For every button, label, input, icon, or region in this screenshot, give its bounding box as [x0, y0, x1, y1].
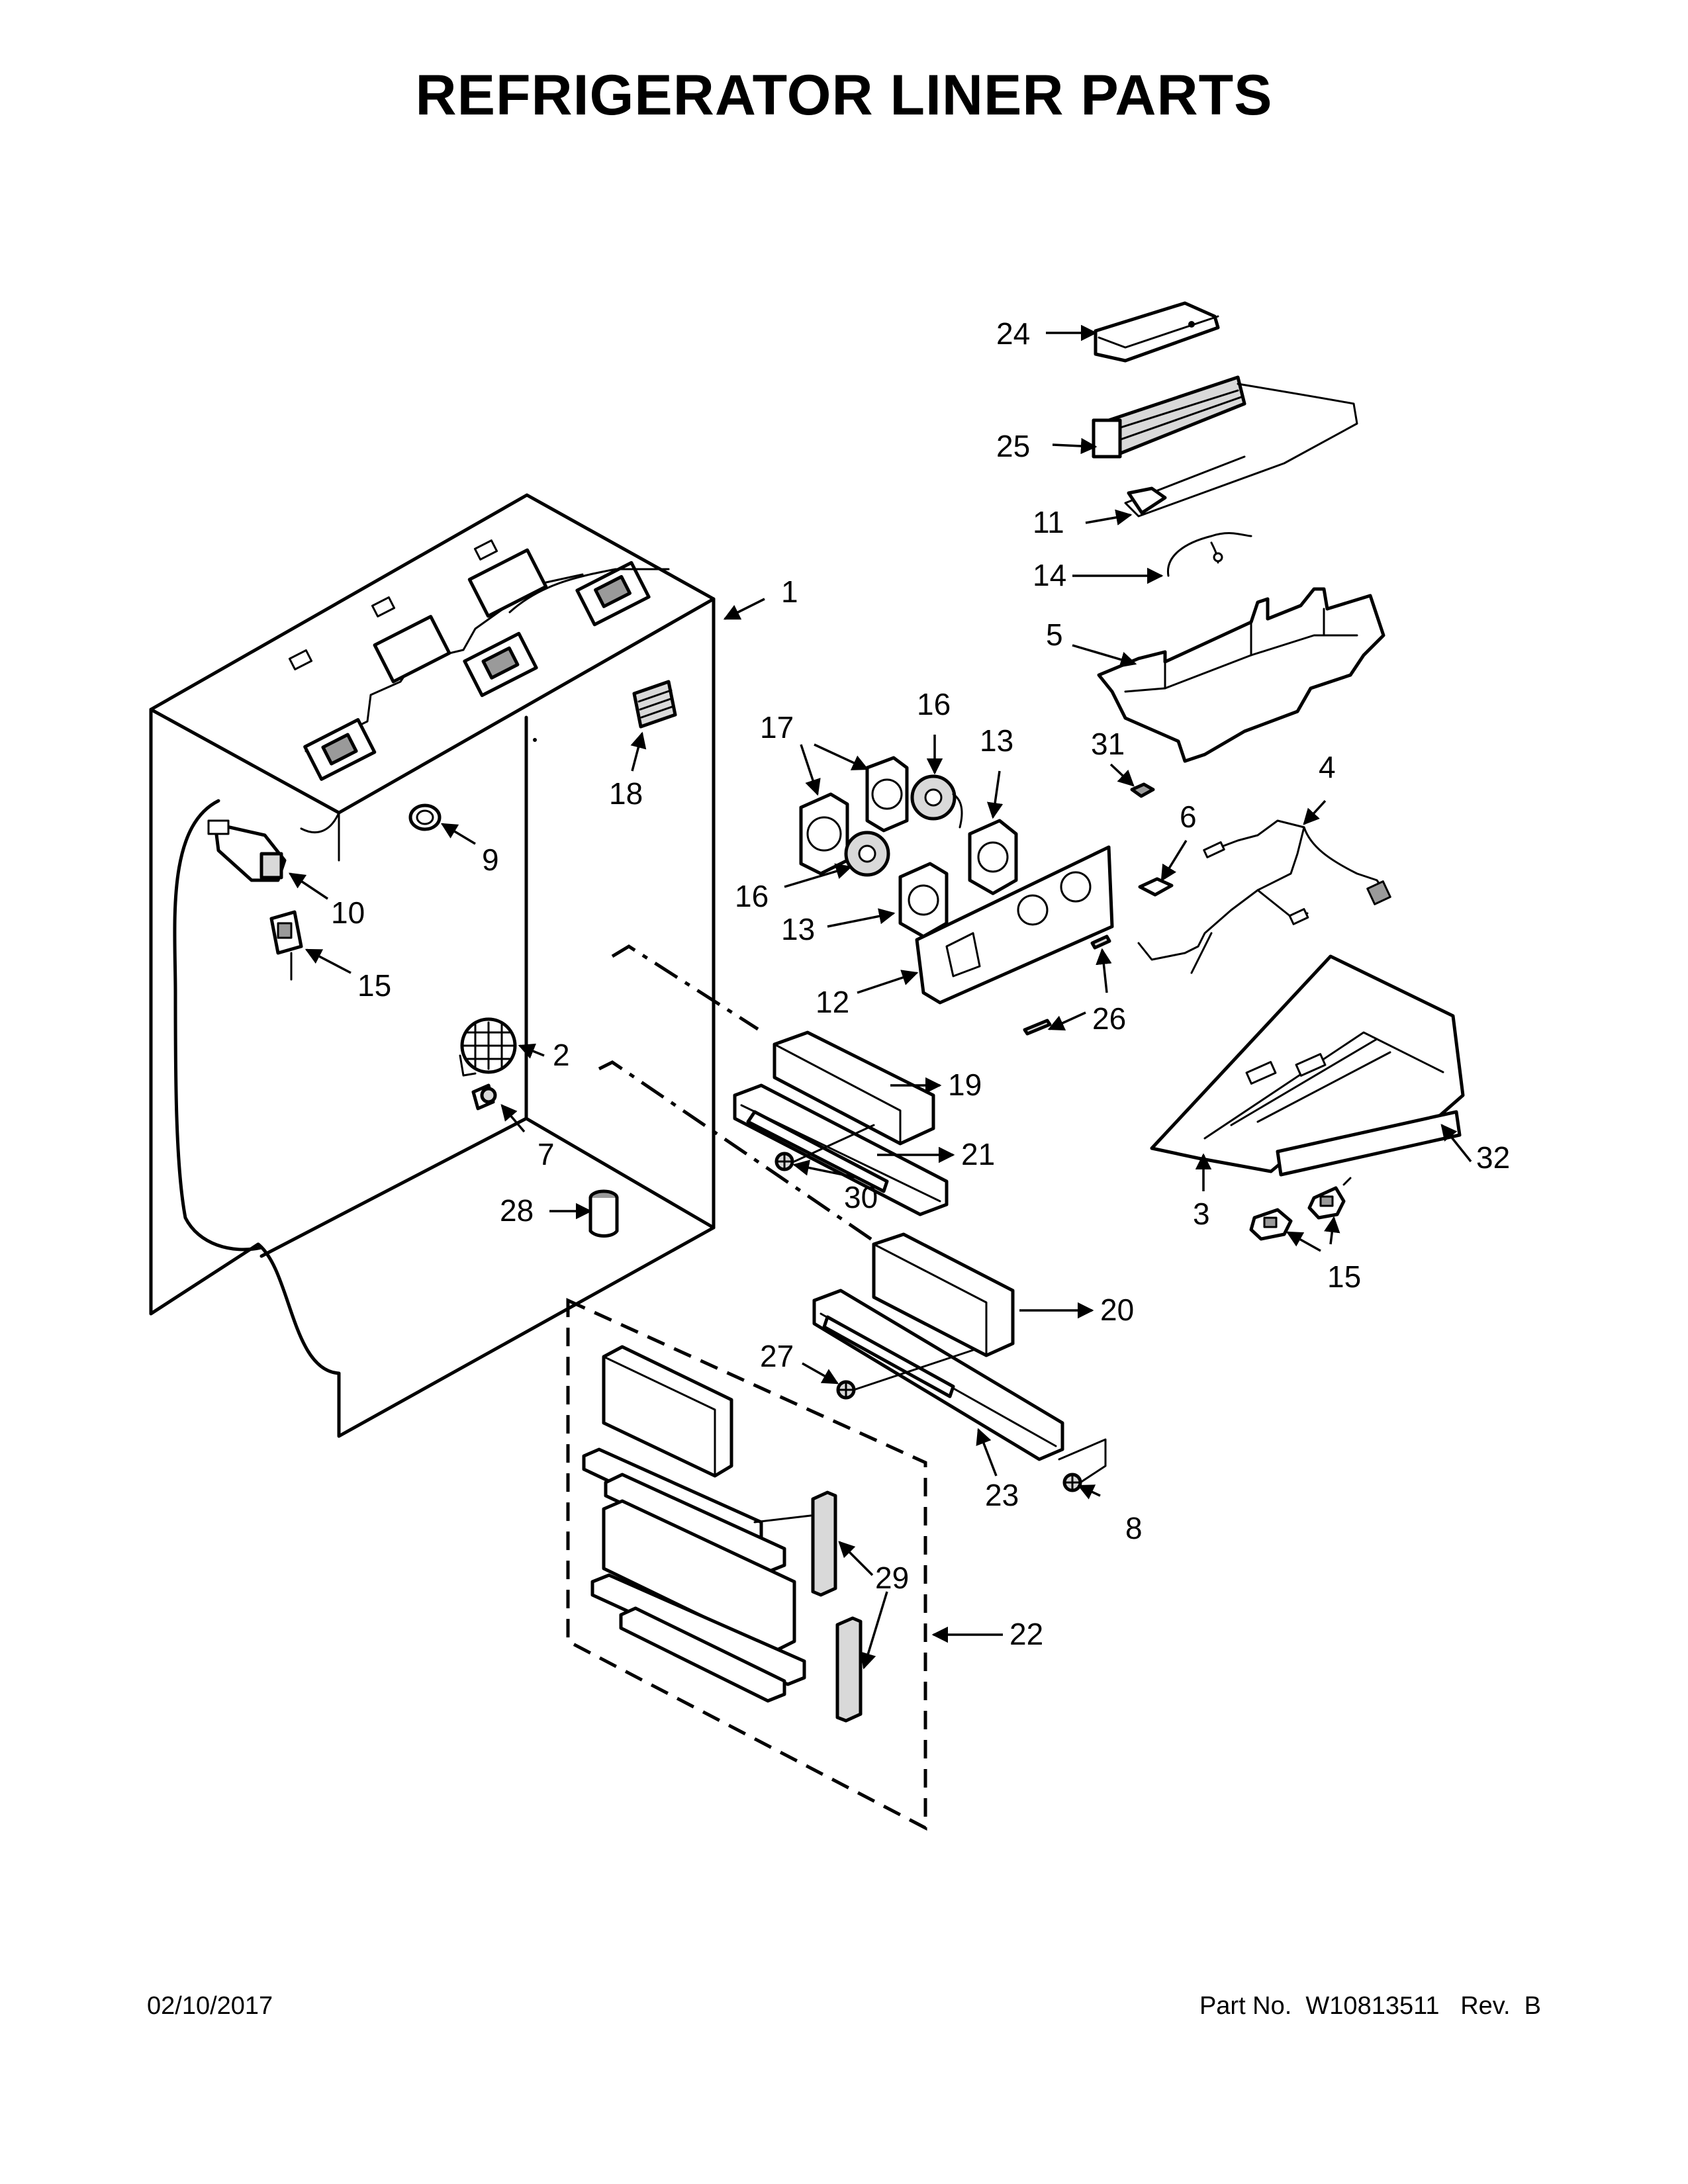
callout-18: 18 — [609, 776, 643, 811]
part-25-evaporator — [1092, 375, 1358, 518]
part-2-fan-guard — [459, 1017, 517, 1077]
part-8-screw — [1062, 1473, 1082, 1492]
callout-7: 7 — [538, 1137, 555, 1171]
part-17-fan-shroud — [799, 756, 909, 876]
part-20-23-lower-rail — [812, 1232, 1064, 1461]
part-16-fan-motor — [844, 774, 963, 877]
liner-cabinet — [149, 493, 716, 1438]
callout-1: 1 — [781, 574, 798, 609]
part-24-evaporator-cover — [1094, 301, 1220, 363]
part-28-cap — [588, 1189, 619, 1238]
callout-17: 17 — [760, 710, 794, 745]
part-15-sensor-left — [269, 910, 303, 981]
part-22-slide-assembly — [566, 1298, 927, 1831]
callout-30: 30 — [844, 1180, 878, 1214]
part-31-small-clip — [1130, 782, 1155, 798]
callout-9: 9 — [482, 842, 499, 877]
callout-13a: 13 — [980, 723, 1013, 758]
callout-labels: 1 2 3 4 5 6 7 8 9 10 11 12 13 13 14 15 1… — [331, 316, 1510, 1651]
part-5-evaporator-housing — [1097, 587, 1385, 763]
callout-12: 12 — [816, 985, 849, 1019]
part-11-defrost-heater — [1127, 486, 1167, 515]
callout-5: 5 — [1046, 617, 1063, 652]
callout-arrows — [288, 324, 1472, 1670]
callout-21: 21 — [961, 1137, 995, 1171]
callout-15a: 15 — [357, 968, 391, 1003]
part-32-panel — [1276, 1110, 1462, 1177]
callout-13b: 13 — [781, 912, 815, 946]
part-18-air-filter — [632, 680, 677, 729]
callout-16b: 16 — [735, 879, 769, 913]
callout-10: 10 — [331, 895, 365, 930]
callout-24: 24 — [996, 316, 1030, 351]
callout-32: 32 — [1476, 1140, 1510, 1175]
callout-3: 3 — [1193, 1197, 1210, 1231]
part-27-screw — [836, 1380, 856, 1400]
part-19-21-upper-rail — [733, 1030, 949, 1216]
callout-11: 11 — [1033, 505, 1064, 539]
part-29-brackets — [811, 1490, 863, 1723]
part-9-grommet — [408, 803, 442, 831]
callout-25: 25 — [996, 429, 1030, 463]
callout-6: 6 — [1180, 799, 1197, 834]
callout-2: 2 — [553, 1038, 570, 1072]
part-6-grommet — [1138, 877, 1174, 897]
callout-28: 28 — [500, 1193, 534, 1228]
part-10-damper — [207, 819, 287, 882]
part-12-fan-panel — [915, 845, 1114, 1005]
part-7-screw — [471, 1083, 497, 1111]
callout-27: 27 — [760, 1339, 794, 1373]
callout-15b: 15 — [1327, 1259, 1361, 1294]
callout-16a: 16 — [917, 687, 951, 721]
part-4-wire-harness — [1137, 819, 1391, 974]
footer-date: 02/10/2017 — [147, 1992, 273, 2020]
callout-20: 20 — [1100, 1293, 1134, 1327]
callout-26: 26 — [1092, 1001, 1126, 1036]
part-14-thermistor — [1166, 532, 1252, 577]
callout-8: 8 — [1125, 1511, 1143, 1545]
part-15-sensor-right — [1249, 1177, 1352, 1241]
part-13-fan-housing — [898, 819, 1018, 938]
callout-4: 4 — [1319, 750, 1336, 784]
callout-22: 22 — [1009, 1617, 1043, 1651]
page-title: REFRIGERATOR LINER PARTS — [415, 64, 1273, 127]
part-30-screw — [774, 1152, 794, 1171]
footer-part-number: Part No. W10813511 Rev. B — [1199, 1992, 1541, 2020]
callout-19: 19 — [948, 1068, 982, 1102]
callout-23: 23 — [985, 1478, 1019, 1512]
callout-14: 14 — [1033, 558, 1066, 592]
callout-31: 31 — [1091, 727, 1125, 761]
callout-29: 29 — [875, 1561, 909, 1595]
alignment-lines — [598, 944, 1107, 1524]
